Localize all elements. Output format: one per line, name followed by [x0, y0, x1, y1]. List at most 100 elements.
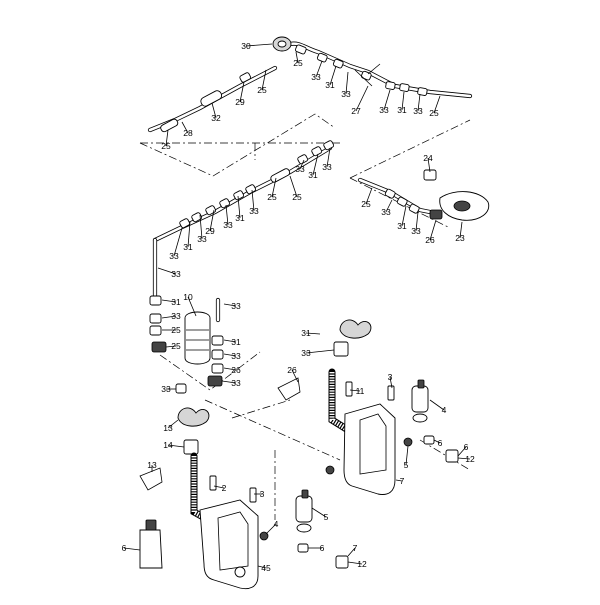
callout-label: 2 [222, 483, 227, 493]
callout-label: 31 [397, 105, 407, 115]
callout-leader [401, 91, 405, 111]
callout-label: 12 [465, 454, 475, 464]
callout-label: 33 [322, 162, 332, 172]
callout-label: 45 [261, 563, 271, 573]
callout-label: 33 [379, 105, 389, 115]
callout-leader [167, 419, 179, 429]
callout-label: 24 [423, 153, 433, 163]
callout-leader [311, 507, 327, 518]
callout-label: 13 [163, 423, 173, 433]
callout-label: 12 [357, 559, 367, 569]
callout-label: 14 [163, 440, 173, 450]
callout-leader [385, 199, 393, 213]
callout-label: 25 [429, 108, 439, 118]
callout-label: 33 [249, 206, 259, 216]
callout-label: 3 [260, 489, 265, 499]
callout-label: 13 [147, 460, 157, 470]
callout-leader [265, 523, 277, 535]
callout-label: 31 [171, 297, 181, 307]
callout-label: 33 [231, 351, 241, 361]
callout-leader [211, 102, 217, 119]
callout-label: 33 [231, 301, 241, 311]
callout-leader [225, 204, 229, 226]
callout-label: 26 [425, 235, 435, 245]
callout-label: 6 [464, 442, 469, 452]
callout-leader [209, 209, 215, 232]
callout-leader [457, 446, 467, 457]
callout-label: 5 [404, 460, 409, 470]
callout-leader [161, 315, 177, 319]
callout-label: 6 [438, 438, 443, 448]
callout-leader [329, 65, 337, 86]
callout-leader [237, 195, 241, 219]
callout-leader [271, 177, 277, 198]
callout-leader [223, 353, 237, 357]
callout-leader [223, 303, 237, 307]
callout-label: 10 [183, 292, 193, 302]
callout-leader [223, 367, 237, 371]
callout-label: 31 [308, 170, 318, 180]
right-nozzle-assembly [357, 169, 490, 221]
callout-leader [223, 339, 237, 343]
callout-leader [199, 214, 203, 240]
callout-leader [347, 561, 363, 565]
callout-label: 33 [295, 164, 305, 174]
callout-label: 6 [320, 543, 325, 553]
callout-label: 7 [353, 543, 358, 553]
callout-leader [389, 376, 393, 389]
callout-leader [299, 159, 305, 170]
callout-label: 33 [231, 378, 241, 388]
callout-leader [295, 51, 299, 64]
callout-leader [251, 189, 255, 212]
callout-leader [383, 89, 391, 111]
callout-label: 33 [169, 251, 179, 261]
callout-label: 25 [293, 58, 303, 68]
callout-leader [326, 147, 331, 168]
callout-label: 25 [171, 325, 181, 335]
callout-label: 31 [235, 213, 245, 223]
left-pump-assembly [149, 237, 224, 394]
callout-label: 33 [171, 311, 181, 321]
callout-label: 28 [183, 128, 193, 138]
callout-label: 25 [161, 141, 171, 151]
callout-leader [239, 81, 245, 103]
callout-leader [161, 299, 177, 303]
callout-label: 29 [205, 226, 215, 236]
callout-leader [167, 444, 185, 448]
callout-leader [429, 219, 437, 241]
callout-leader [257, 565, 267, 569]
callout-label: 33 [301, 348, 311, 358]
callout-leader [261, 69, 267, 91]
right-reservoir-assembly [277, 319, 459, 495]
callout-leader [187, 296, 197, 317]
callout-label: 26 [231, 365, 241, 375]
callout-label: 33 [161, 384, 171, 394]
callout-label: 33 [381, 207, 391, 217]
callout-label: 7 [400, 476, 405, 486]
left-reservoir-assembly [139, 407, 349, 590]
callout-label: 33 [223, 220, 233, 230]
callout-leader [315, 60, 323, 78]
callout-leader [347, 547, 356, 557]
callout-label: 25 [257, 85, 267, 95]
callout-leader [245, 43, 273, 47]
callout-leader [395, 479, 403, 482]
callout-label: 4 [442, 405, 447, 415]
callout-leader [401, 205, 407, 227]
callout-leader [181, 121, 189, 134]
callout-leader [405, 445, 409, 466]
callout-label: 31 [301, 328, 311, 338]
callout-leader [305, 349, 335, 354]
callout-leader [312, 153, 319, 176]
callout-leader [345, 71, 349, 95]
callout-leader [157, 267, 177, 275]
upper-hose-assembly [147, 36, 473, 133]
callout-label: 25 [267, 192, 277, 202]
callout-label: 6 [122, 543, 127, 553]
callout-label: 33 [341, 89, 351, 99]
callout-label: 25 [361, 199, 371, 209]
callout-label: 29 [235, 97, 245, 107]
